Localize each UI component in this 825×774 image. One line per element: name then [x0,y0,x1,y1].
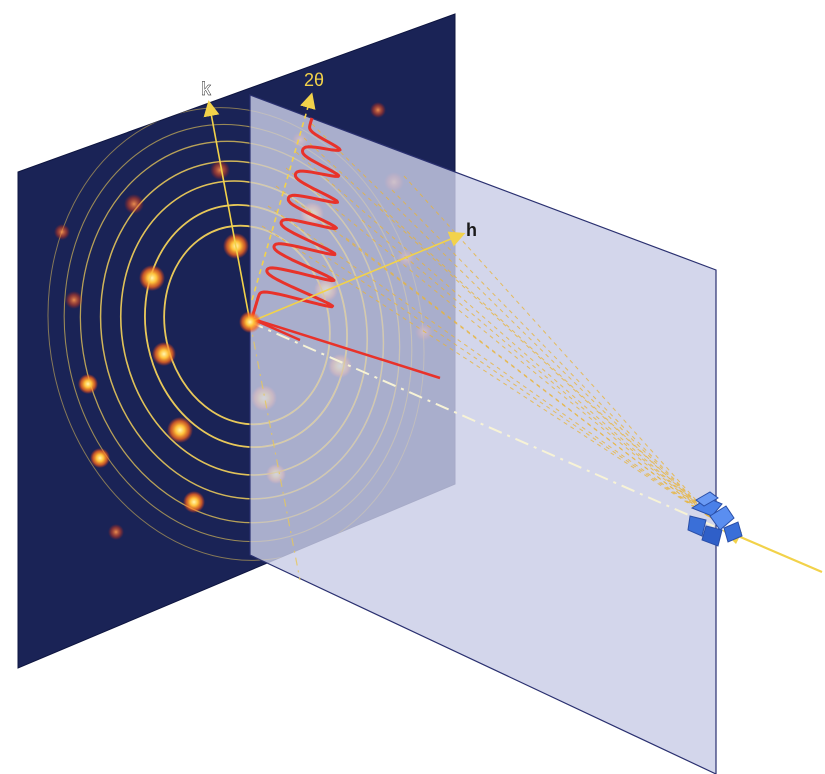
diffraction-ring-faint [120,180,368,476]
two-theta-label: 2θ [304,70,324,90]
h-axis-label: h [466,220,477,240]
intensity-profile-curve [250,117,342,319]
bragg-spot [124,194,144,214]
axes: k h 2θ [201,70,477,323]
bragg-spot [167,417,193,443]
cone-line [377,203,715,521]
bragg-spot [54,224,70,240]
vertical-reference-line [249,321,301,581]
diffraction-ring-faint [99,160,385,500]
cone-line [361,219,715,521]
bragg-spot [108,524,124,540]
two-theta-axis [251,92,316,301]
bragg-spot [183,491,205,513]
cone-line [295,151,715,521]
bragg-spot [210,160,230,180]
k-axis [203,100,251,323]
bragg-spot [139,265,165,291]
cone-line [391,189,715,521]
bragg-spot [78,374,98,394]
cone-line [261,225,715,521]
direct-beam-spot [239,311,261,333]
diffraction-ring-faint [163,224,331,426]
cone-line [267,205,715,521]
two-theta-plane [249,94,717,774]
diffraction-ring-faint [79,140,401,524]
h-axis [249,231,466,323]
cone-line [327,257,715,521]
diffraction-cone-lines [261,123,715,521]
direct-beam-line [249,321,719,529]
diffraction-ring-faint [63,124,413,542]
incident-beam [737,534,823,574]
cone-line [303,137,715,521]
cone-line [403,175,715,521]
k-axis-label: k [201,79,212,99]
diffraction-ring-faint [144,204,348,448]
cone-line [311,123,715,521]
intensity-profile-baseline [249,316,441,380]
bragg-spot [90,448,110,468]
cone-line [345,237,715,521]
crystal-icon [687,491,743,547]
bragg-spot [370,102,386,118]
bragg-spot [152,342,176,366]
bragg-spot [65,291,83,309]
